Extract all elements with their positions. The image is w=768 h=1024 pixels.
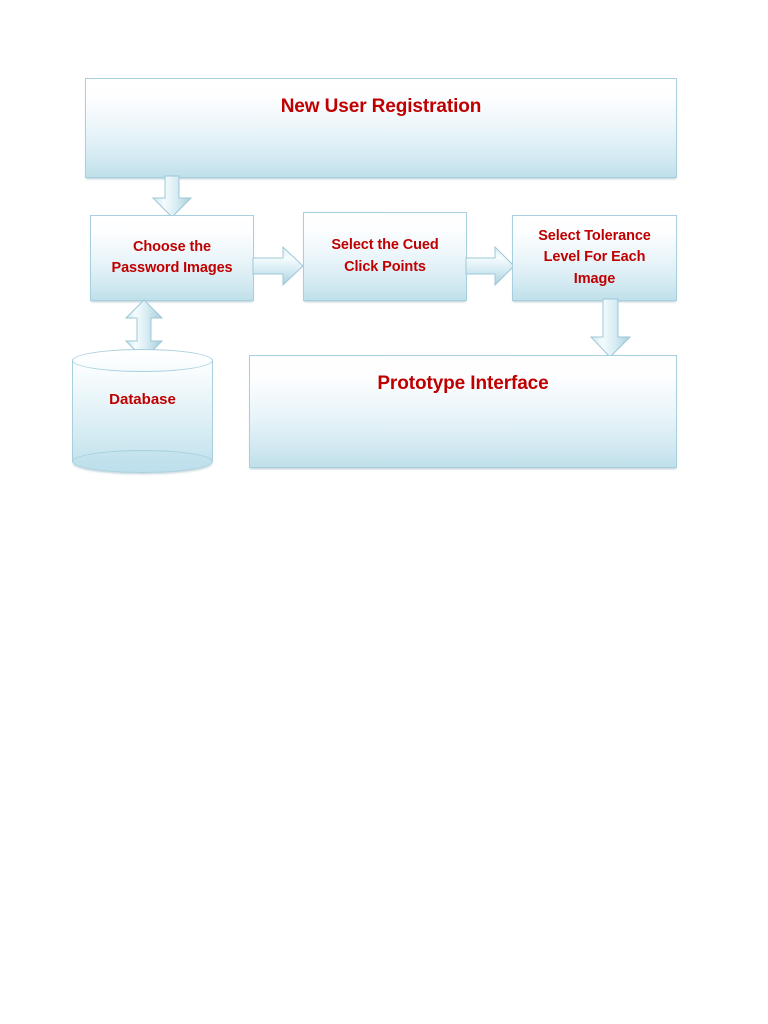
- node-select-cued-click-points[interactable]: Select the Cued Click Points: [303, 212, 467, 301]
- arrow-header-to-step1: [149, 175, 195, 218]
- step1-line2: Password Images: [111, 260, 233, 276]
- node-label-step2: Select the Cued Click Points: [323, 235, 446, 277]
- step2-line2: Click Points: [344, 258, 426, 275]
- step1-line1: Choose the: [133, 238, 211, 255]
- node-new-user-registration[interactable]: New User Registration: [85, 78, 677, 178]
- step3-line2: Level For Each: [543, 249, 646, 266]
- node-label-header: New User Registration: [280, 96, 482, 117]
- arrow-step3-to-prototype: [588, 298, 634, 359]
- node-label-step1: Choose the Password Images: [104, 237, 241, 279]
- step3-line1: Select Tolerance: [538, 228, 651, 245]
- cylinder-top-ellipse: [72, 349, 213, 372]
- node-label-prototype: Prototype Interface: [377, 373, 549, 394]
- node-label-step3: Select Tolerance Level For Each Image: [530, 226, 659, 289]
- node-select-tolerance-level[interactable]: Select Tolerance Level For Each Image: [512, 215, 677, 301]
- step2-line1: Select the Cued: [331, 237, 439, 254]
- arrow-step1-to-step2: [252, 245, 305, 287]
- node-choose-password-images[interactable]: Choose the Password Images: [90, 215, 254, 301]
- node-database[interactable]: Database: [72, 349, 213, 473]
- arrow-step2-to-step3: [465, 245, 516, 287]
- node-label-database: Database: [109, 391, 176, 408]
- step3-line3: Image: [573, 270, 616, 287]
- cylinder-body: [72, 360, 213, 462]
- node-prototype-interface[interactable]: Prototype Interface: [249, 355, 677, 468]
- cylinder-bottom-ellipse: [72, 450, 213, 473]
